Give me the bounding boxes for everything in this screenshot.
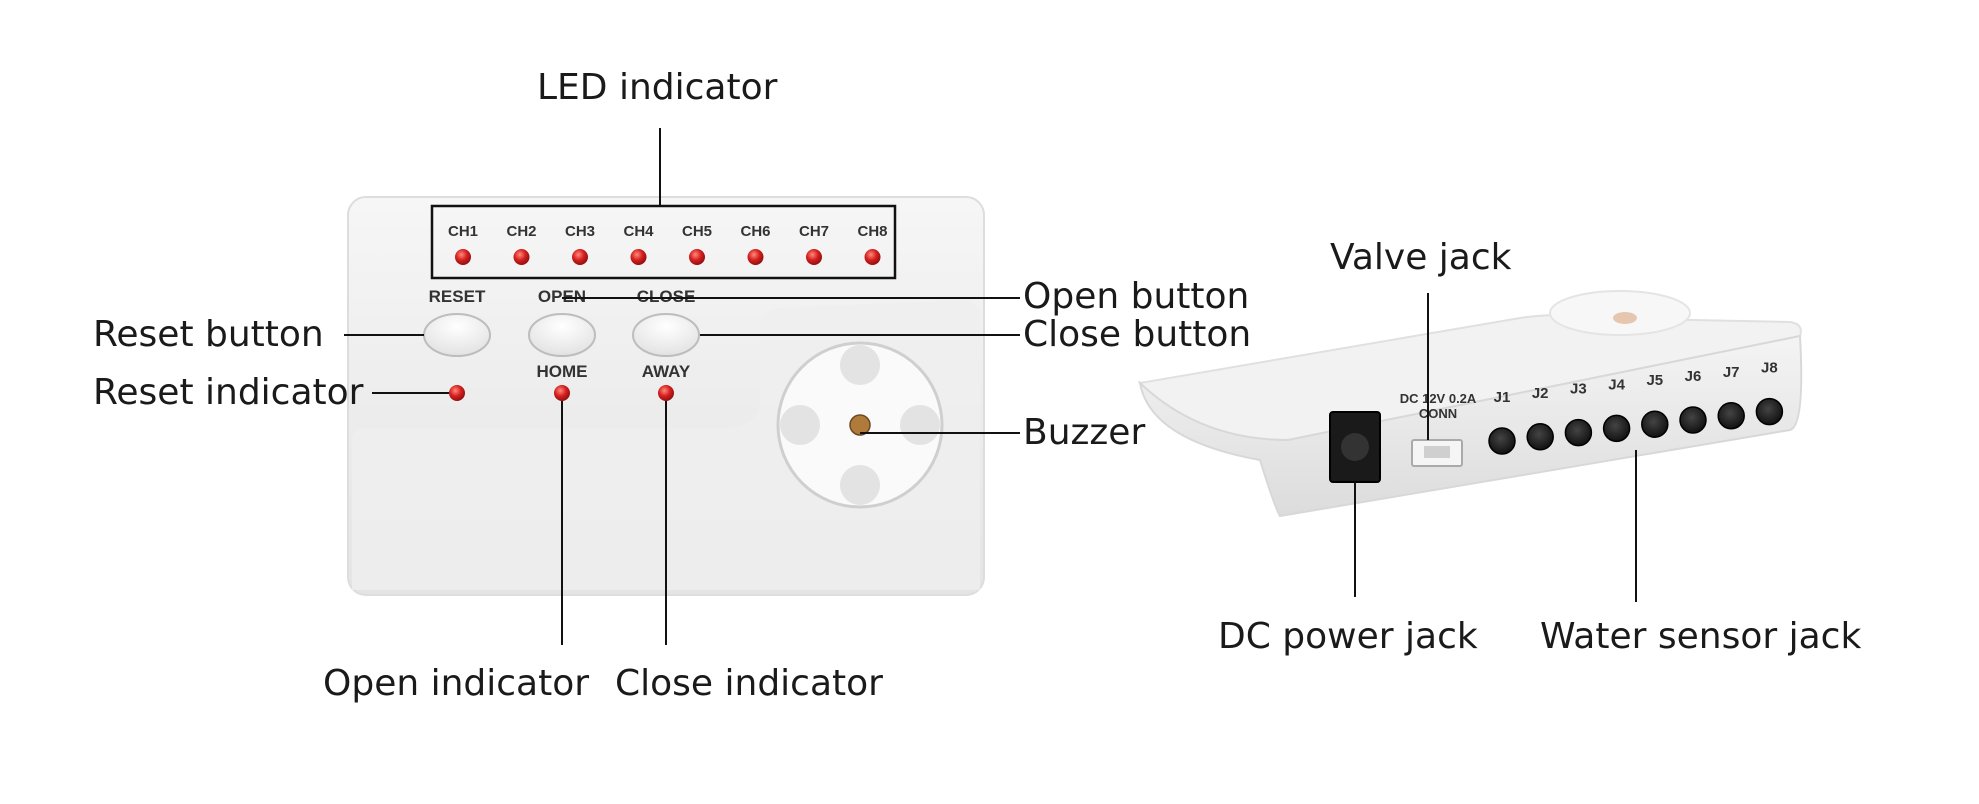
dc-power-jack-pin xyxy=(1341,433,1369,461)
buzzer-center xyxy=(849,414,871,436)
dc-power-jack-callout: DC power jack xyxy=(1218,616,1478,657)
water-sensor-jack[interactable] xyxy=(1641,410,1669,438)
buzzer-hole xyxy=(780,405,820,445)
open-button-callout: Open button xyxy=(1023,276,1250,317)
home-indicator-label: HOME xyxy=(537,362,588,381)
jack-label: J5 xyxy=(1646,372,1663,389)
water-sensor-jack[interactable] xyxy=(1526,423,1554,451)
open-button-label: OPEN xyxy=(538,287,586,306)
leader-lines xyxy=(344,128,1637,645)
channel-label: CH4 xyxy=(623,223,654,240)
open-indicator-callout: Open indicator xyxy=(323,663,590,704)
jack-label: J1 xyxy=(1494,389,1511,406)
jack-label: J4 xyxy=(1608,376,1625,393)
channel-label: CH3 xyxy=(565,223,595,240)
channel-label: CH1 xyxy=(448,223,478,240)
channel-led xyxy=(747,249,764,265)
channel-led xyxy=(513,249,530,265)
jack-label: J3 xyxy=(1570,381,1587,398)
water-sensor-jack[interactable] xyxy=(1717,402,1745,430)
open-button[interactable] xyxy=(528,313,596,357)
jack-label: J7 xyxy=(1723,364,1740,381)
close-button[interactable] xyxy=(632,313,700,357)
channel-led xyxy=(630,249,647,265)
channel-led xyxy=(572,249,588,265)
open-indicator-led xyxy=(554,385,570,401)
water-sensor-jack[interactable] xyxy=(1755,397,1784,426)
channel-led xyxy=(689,249,705,265)
reset-button-label: RESET xyxy=(429,287,486,306)
away-indicator-label: AWAY xyxy=(642,362,691,381)
close-indicator-callout: Close indicator xyxy=(615,663,883,704)
buzzer-hole xyxy=(900,405,940,445)
valve-jack-slot xyxy=(1424,446,1450,458)
channel-led xyxy=(806,249,822,265)
close-button-label: CLOSE xyxy=(637,287,696,306)
led-indicator-frame xyxy=(430,204,897,280)
reset-indicator-callout: Reset indicator xyxy=(93,372,364,413)
water-sensor-jack[interactable] xyxy=(1602,414,1631,443)
reset-button-callout: Reset button xyxy=(93,314,324,355)
side-device: DC 12V 0.2A CONN J1 J2 J3 J4 J5 J6 J7 J8 xyxy=(1137,290,1803,518)
channel-led xyxy=(455,249,471,265)
buzzer-callout: Buzzer xyxy=(1023,412,1146,453)
control-button-row: RESET OPEN CLOSE HOME AWAY xyxy=(423,287,700,401)
channel-label: CH8 xyxy=(857,223,887,240)
led-row: CH1 CH2 CH3 CH4 CH5 CH6 CH7 CH8 xyxy=(448,223,888,265)
channel-label: CH6 xyxy=(740,223,770,240)
jack-label: J2 xyxy=(1532,385,1549,402)
close-indicator-led xyxy=(658,385,674,401)
conn-label: CONN xyxy=(1419,406,1457,421)
buzzer-hole xyxy=(840,465,880,505)
led-indicator-callout: LED indicator xyxy=(537,67,778,108)
side-device-dome-tip xyxy=(1613,312,1637,324)
channel-label: CH5 xyxy=(682,223,712,240)
close-button-callout: Close button xyxy=(1023,314,1252,355)
jack-label: J6 xyxy=(1685,368,1702,385)
water-sensor-jack[interactable] xyxy=(1564,418,1593,447)
side-device-front-face xyxy=(1138,334,1803,518)
reset-button[interactable] xyxy=(423,313,491,357)
reset-indicator-led xyxy=(449,385,465,401)
channel-label: CH2 xyxy=(506,223,536,240)
channel-led xyxy=(864,249,881,265)
water-sensor-jack-callout: Water sensor jack xyxy=(1540,616,1862,657)
channel-label: CH7 xyxy=(799,223,829,240)
buzzer-hole xyxy=(840,345,880,385)
power-rating-label: DC 12V 0.2A xyxy=(1400,391,1477,406)
valve-jack-callout: Valve jack xyxy=(1330,237,1512,278)
water-sensor-jack[interactable] xyxy=(1679,406,1707,434)
water-sensor-jack-row: J1 J2 J3 J4 J5 J6 J7 J8 xyxy=(1488,360,1784,455)
buzzer xyxy=(776,341,944,509)
water-sensor-jack[interactable] xyxy=(1488,427,1516,455)
jack-label: J8 xyxy=(1761,360,1778,377)
